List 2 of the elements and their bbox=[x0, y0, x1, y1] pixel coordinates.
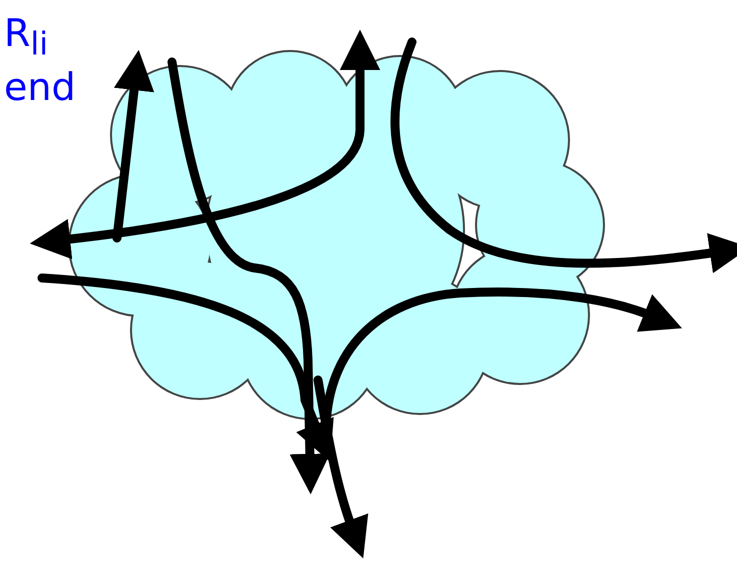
text-label: R$_{li}$ bbox=[4, 14, 48, 62]
text-label: end bbox=[4, 68, 76, 106]
